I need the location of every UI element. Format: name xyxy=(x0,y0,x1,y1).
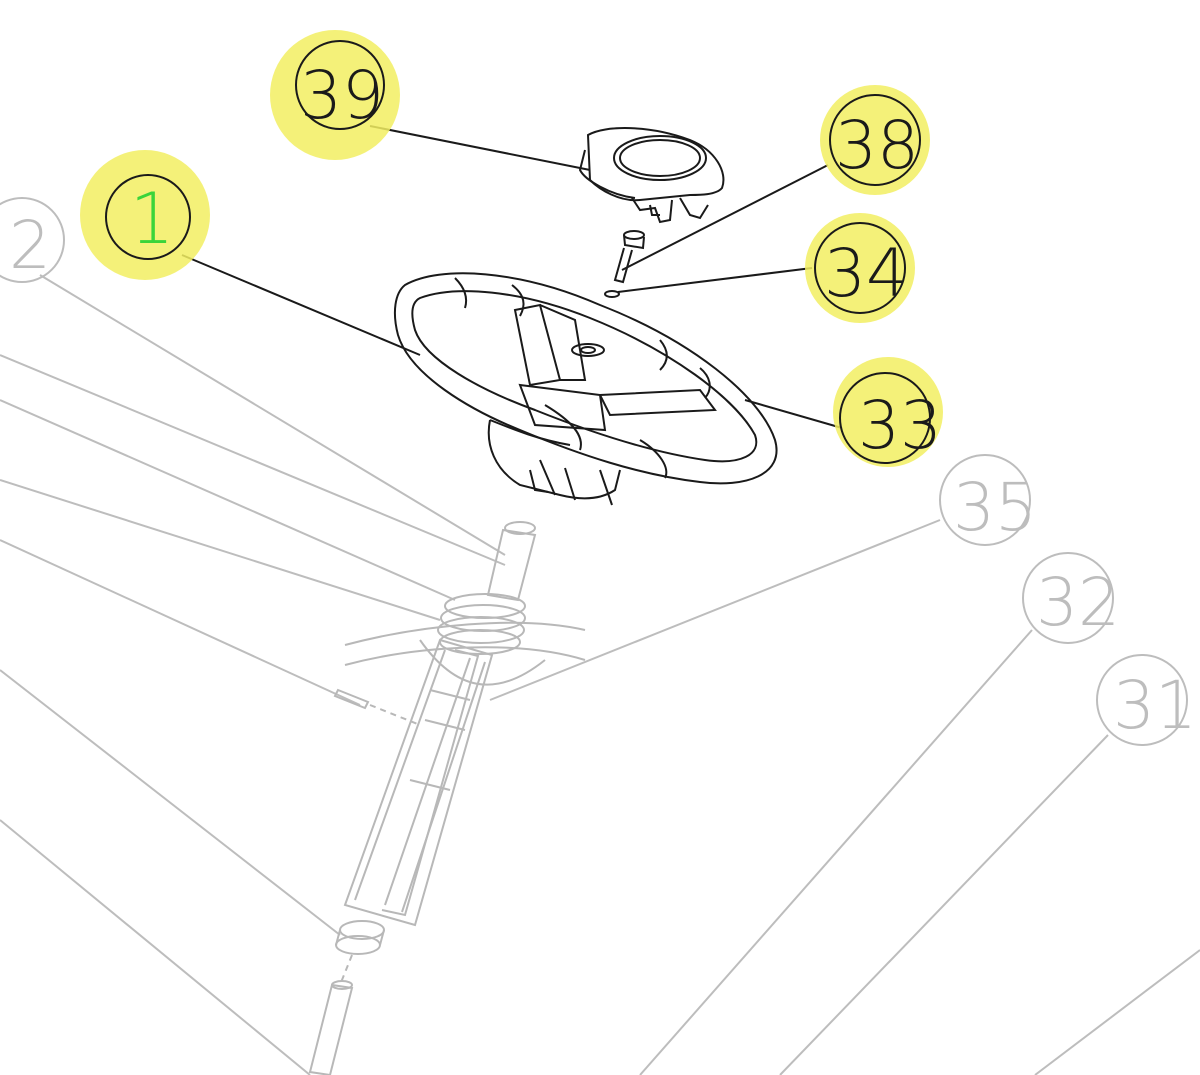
callout-label: 38 xyxy=(835,107,919,184)
washer xyxy=(604,290,620,298)
callout-highlight xyxy=(805,213,915,323)
callout-label: 34 xyxy=(824,235,908,312)
callout-32: 32 xyxy=(1022,552,1120,644)
callout-leader-lines xyxy=(181,125,843,429)
callout-bubble xyxy=(295,40,385,130)
callout-bubble xyxy=(939,454,1031,546)
callout-bubble xyxy=(0,197,65,283)
callout-33: 33 xyxy=(833,357,943,467)
callout-bubble xyxy=(1022,552,1114,644)
callout-label: 1 xyxy=(130,178,175,260)
callout-label: 35 xyxy=(953,469,1037,546)
callout-label: 2 xyxy=(9,207,51,284)
callout-bubble xyxy=(829,94,921,186)
callout-bubble xyxy=(839,372,931,464)
callout-highlight xyxy=(820,85,930,195)
callout-1: 1 xyxy=(80,150,210,280)
callout-bubble xyxy=(1096,654,1188,746)
callout-39: 39 xyxy=(270,30,400,160)
steering-wheel xyxy=(393,272,778,506)
callout-35: 35 xyxy=(939,454,1037,546)
callout-label: 32 xyxy=(1036,564,1120,641)
horn-cap xyxy=(578,127,725,224)
callout-34: 34 xyxy=(805,213,915,323)
bolt xyxy=(613,230,645,284)
callout-label: 31 xyxy=(1113,667,1197,744)
callout-38: 38 xyxy=(820,85,930,195)
steering-column xyxy=(308,521,586,1075)
callout-31: 31 xyxy=(1096,654,1197,746)
background-leader-lines xyxy=(0,274,1200,1075)
callout-bubble xyxy=(105,174,191,260)
callout-label: 39 xyxy=(300,57,384,134)
callout-2: 2 xyxy=(0,197,65,284)
callout-label: 33 xyxy=(858,387,942,464)
callout-bubble xyxy=(814,222,906,314)
